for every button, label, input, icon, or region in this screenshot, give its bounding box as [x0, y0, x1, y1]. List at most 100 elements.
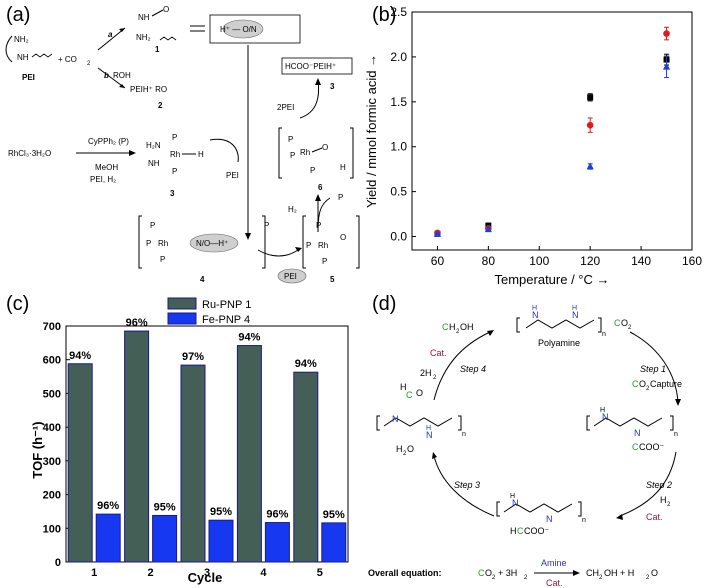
co2-sub: 2 [87, 61, 91, 67]
chart-c-bar-label: 96% [126, 317, 148, 329]
formate-box [281, 57, 353, 75]
meoh-label: MeOH [95, 163, 118, 172]
poly-bottom-h2: H [510, 493, 515, 500]
overall-label: Overall equation: [368, 568, 442, 578]
arrow-formate [299, 79, 320, 119]
bracket-6-left [278, 127, 282, 179]
hcoo-rest: COO⁻ [524, 526, 550, 536]
chart-c-bar-label: 94% [69, 350, 91, 362]
chart-c-ytick-label: 700 [43, 321, 61, 333]
c6-p3: P [310, 166, 315, 175]
chart-c-bar-label: 94% [295, 358, 317, 370]
pei-bubble [277, 268, 307, 284]
chart-c-xtick-label: 1 [91, 567, 97, 579]
overall-sub1: 2 [492, 575, 496, 581]
c5-p1: P [316, 221, 321, 230]
poly-right-bracket-r [670, 415, 674, 431]
formamide-o: O [416, 388, 423, 398]
chart-b-point-triangle [484, 225, 492, 233]
arrow-4-5-head [295, 247, 302, 252]
poly-top-n1: N [532, 310, 539, 320]
chart-b-ytick-label: 0.5 [390, 185, 407, 199]
overall-arrow-head [573, 570, 580, 576]
arrow-a-label: a [108, 30, 113, 39]
poly-left-chain [383, 417, 453, 427]
chart-c-bar [236, 345, 262, 563]
poly-bottom-n1: N [512, 498, 519, 508]
chart-c-ytick-label: 400 [43, 422, 61, 434]
poly-top-h2: H [572, 305, 577, 312]
c3-rh: Rh [170, 150, 180, 159]
co2-capture-c: C [632, 379, 639, 389]
c3-p2: P [172, 167, 177, 176]
overall-plus: + 3H [498, 568, 517, 578]
plus-co2: + CO [58, 55, 77, 64]
h2-right: H [660, 495, 667, 505]
cat-right: Cat. [646, 512, 663, 522]
c5-rh: Rh [318, 241, 328, 250]
poly-right-chain [593, 417, 663, 427]
chart-b-xtick-label: 140 [631, 254, 651, 268]
roh-label: ROH [113, 71, 131, 80]
bracket-4-right [262, 215, 266, 269]
step4-label: Step 4 [460, 364, 486, 374]
chart-b-ytick-label: 0.0 [390, 230, 407, 244]
overall-amine: Amine [541, 558, 567, 568]
chart-b-ylabel: Yield / mmol formic acid → [364, 54, 379, 208]
chart-c-legend-swatch [167, 312, 197, 325]
pei-bubble-label: PEI [284, 272, 297, 281]
cycle-arrow-3 [433, 455, 495, 517]
rhcl-label: RhCl₃·3H₂O [8, 149, 51, 158]
chart-c-bar [124, 330, 150, 563]
arrow-b-label: b [104, 71, 109, 80]
chart-b-xtick-label: 120 [580, 254, 600, 268]
co2-capture-o: O [639, 379, 646, 389]
overall-ch3oh: CH [586, 568, 599, 578]
chart-c-bar [95, 513, 121, 563]
poly-bottom-bracket-r [578, 501, 582, 517]
arrow-a-head [119, 28, 125, 32]
chart-c-bar-label: 97% [182, 351, 204, 363]
cycle-arrow-4 [433, 331, 491, 401]
ion-pair-ellipse [222, 19, 264, 39]
arrow-pei-loss [209, 138, 239, 163]
chart-c-bar [293, 371, 319, 563]
chart-c-ytick-label: 600 [43, 355, 61, 367]
c6-h: H [340, 163, 346, 172]
chart-c-bar [264, 522, 290, 563]
hcoo-c: C [517, 526, 524, 536]
poly-top-n2: N [572, 310, 579, 320]
chart-c-xtick-label: 4 [260, 567, 267, 579]
c3-h2n: H₂N [146, 141, 161, 150]
step2-label: Step 2 [646, 480, 672, 490]
chart-b-point-circle [586, 121, 594, 129]
chart-c-bar [321, 522, 347, 563]
c4-ellipse [189, 233, 239, 253]
c3-nh: NH [148, 159, 160, 168]
coo-c: C [632, 442, 639, 452]
c4-noh: N/O—H⁺ [196, 239, 228, 248]
carbamate-bond [151, 9, 164, 17]
formamide-c: C [406, 390, 413, 400]
p-in-45: P [264, 221, 269, 230]
chart-c-ytick-label: 300 [43, 456, 61, 468]
cat-left: Cat. [430, 348, 447, 358]
chart-c-frame [65, 325, 349, 563]
arrow-up-6-head [315, 194, 321, 201]
bracket-6-right [350, 127, 354, 179]
chart-c-bars: 94%96%96%95%97%95%94%96%94%95% [67, 317, 347, 563]
chart-b-xtick-label: 60 [431, 254, 445, 268]
panel-label-c: (c) [6, 293, 30, 315]
arrow-a [97, 27, 126, 51]
poly-left-bracket-r [458, 415, 462, 431]
bracket-5-right [356, 215, 360, 269]
co2-top-c: C [614, 318, 621, 328]
c5-p2: P [306, 241, 311, 250]
chart-c-bar-label: 94% [238, 332, 260, 344]
c3-h: H [198, 150, 204, 159]
cycle-arrow-2 [619, 451, 677, 517]
chart-b-ytick-label: 2.5 [390, 5, 407, 19]
scheme-d: N H N H n Polyamine C O 2 Step 1 C O 2 C… [368, 305, 682, 588]
ch3oh-h: H [449, 322, 456, 332]
